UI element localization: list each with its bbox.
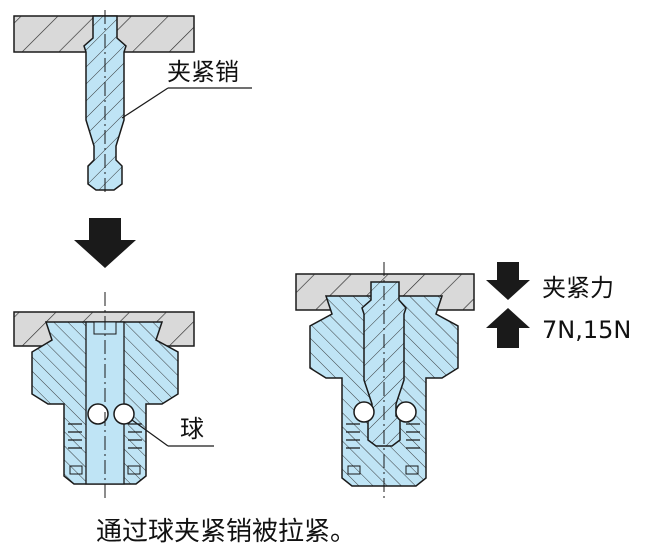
spring-left [68, 423, 82, 449]
left-assembly: 球 [13, 292, 214, 500]
down-arrow-icon [74, 218, 136, 268]
clamp-pin-leader [121, 87, 169, 119]
clamp-force-label: 夹紧力 [542, 274, 614, 302]
force-up-arrow-icon [486, 308, 530, 348]
ball-right-clamped [395, 401, 417, 423]
right-assembly [295, 262, 475, 500]
ball-right [113, 403, 135, 425]
ball-leader [131, 419, 169, 447]
clamp-pin [83, 15, 127, 191]
spring-right [128, 423, 142, 449]
force-values-label: 7N,15N [542, 316, 631, 344]
ball-left-clamped [353, 401, 375, 423]
ball-label: 球 [180, 415, 204, 443]
top-assembly: 夹紧销 [13, 10, 252, 196]
caption: 通过球夹紧销被拉紧。 [96, 517, 356, 547]
clamp-pin-label: 夹紧销 [167, 58, 239, 86]
ball-left [87, 403, 109, 425]
force-down-arrow-icon [486, 262, 530, 300]
